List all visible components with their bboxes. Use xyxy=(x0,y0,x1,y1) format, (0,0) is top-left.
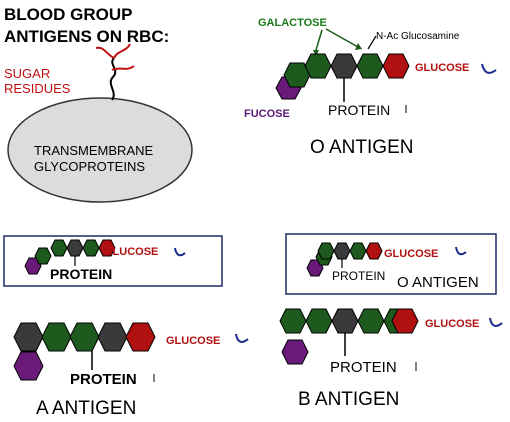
sugar-hexagon-green xyxy=(34,247,52,265)
sugar-hexagon-red xyxy=(98,239,116,257)
cell-label-2: GLYCOPROTEINS xyxy=(34,159,145,174)
sugar-hexagon-green xyxy=(349,242,367,260)
galactose-arrow-1 xyxy=(315,29,323,51)
nac-arrow xyxy=(367,35,377,50)
b-antigen-caption: B ANTIGEN xyxy=(298,389,399,410)
glucose-label: GLUCOSE xyxy=(384,248,438,260)
o-antigen-caption-small: O ANTIGEN xyxy=(397,274,479,291)
cell-label-1: TRANSMEMBRANE xyxy=(34,143,154,158)
sugar-hexagon-green xyxy=(305,308,333,334)
sugar-hexagon-red xyxy=(365,242,383,260)
sugar-squiggle-1 xyxy=(95,46,115,59)
glucose-label: GLUCOSE xyxy=(166,335,220,347)
o-antigen-caption: O ANTIGEN xyxy=(310,137,413,158)
a-antigen-caption: A ANTIGEN xyxy=(36,398,136,419)
glucose-link-icon xyxy=(455,246,467,256)
n-ac-glucosamine-label: N-Ac Glucosamine xyxy=(376,31,460,42)
sugar-hexagon-gray xyxy=(333,242,351,260)
galactose-arrowhead-1 xyxy=(313,50,319,56)
protein-label: PROTEIN xyxy=(70,371,137,388)
sugar-hexagon-red xyxy=(125,322,156,352)
galactose-label: GALACTOSE xyxy=(258,17,327,29)
sugar-squiggle-2 xyxy=(113,43,131,59)
sugar-hexagon-green xyxy=(41,322,72,352)
title-line-1: BLOOD GROUP xyxy=(4,5,132,24)
glycoprotein-stem xyxy=(109,57,117,101)
sugar-hexagon-gray xyxy=(66,239,84,257)
fucose-hexagon xyxy=(24,257,42,275)
sugar-hexagon-green xyxy=(317,242,335,260)
glucose-label: GLUCOSE xyxy=(104,246,158,258)
glucose-link-icon xyxy=(174,247,186,257)
protein-label: PROTEIN xyxy=(332,269,385,283)
red-blood-cell xyxy=(7,97,193,203)
sugar-hexagon-gray xyxy=(97,322,128,352)
glucose-link-icon xyxy=(481,63,497,74)
sugar-hexagon-red xyxy=(391,308,419,334)
sugar-hexagon-green xyxy=(279,308,307,334)
sugar-residues-label-2: RESIDUES xyxy=(4,81,71,96)
fucose-label: FUCOSE xyxy=(244,108,290,120)
sugar-hexagon-green xyxy=(357,308,385,334)
sugar-hexagon-red xyxy=(382,53,410,79)
sugar-hexagon-green xyxy=(356,53,384,79)
glucose-link-icon xyxy=(489,317,503,327)
galactose-arrowhead-2 xyxy=(355,43,362,50)
title-line-2: ANTIGENS ON RBC: xyxy=(4,27,169,46)
sugar-squiggle-3 xyxy=(111,65,135,71)
glucose-link-icon xyxy=(235,333,249,343)
sugar-hexagon-gray xyxy=(331,308,359,334)
sugar-residues-label-1: SUGAR xyxy=(4,66,50,81)
sugar-hexagon-gray xyxy=(13,322,44,352)
sugar-hexagon-green xyxy=(304,53,332,79)
glucose-label: GLUCOSE xyxy=(425,318,479,330)
sugar-hexagon-green xyxy=(82,239,100,257)
sugar-hexagon-green xyxy=(69,322,100,352)
protein-label: PROTEIN xyxy=(330,359,397,376)
galactose-arrow-2 xyxy=(325,28,359,48)
fucose-hexagon xyxy=(281,339,309,365)
protein-label: PROTEIN xyxy=(328,102,390,118)
glucose-label: GLUCOSE xyxy=(415,62,469,74)
sugar-hexagon-gray xyxy=(330,53,358,79)
fucose-hexagon xyxy=(13,351,44,381)
sugar-hexagon-green xyxy=(50,239,68,257)
protein-label: PROTEIN xyxy=(50,266,112,282)
